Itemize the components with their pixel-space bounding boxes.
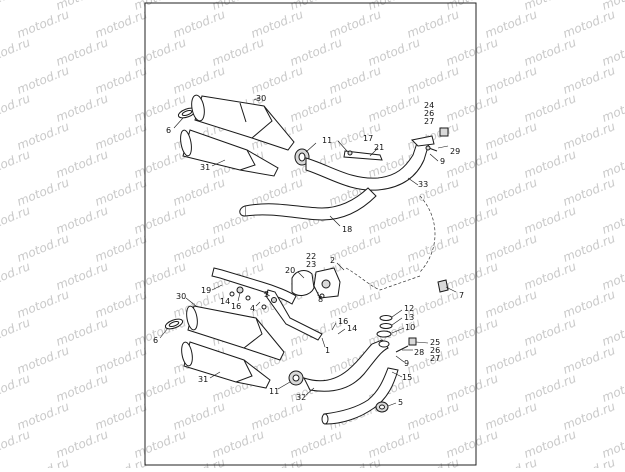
callout-3: 3	[264, 290, 269, 299]
header-pipe-front-icon	[303, 339, 390, 392]
leader-lines	[159, 97, 457, 407]
clamp-icon	[294, 148, 310, 166]
callout-26: 26	[424, 109, 434, 118]
watermark-text: motod.ru	[600, 91, 625, 125]
callout-20: 20	[285, 266, 295, 275]
callout-4: 4	[250, 304, 255, 313]
callout-15: 15	[402, 373, 412, 382]
callout-22: 22	[306, 252, 316, 261]
diagram-frame	[144, 2, 477, 466]
watermark-text: motod.ru	[93, 455, 150, 468]
callout-18: 18	[342, 225, 352, 234]
callout-25: 25	[430, 338, 440, 347]
watermark-text: motod.ru	[0, 315, 33, 349]
header-pipe-rear-icon	[321, 367, 399, 425]
watermark-text: motod.ru	[0, 203, 33, 237]
callout-31: 31	[198, 375, 208, 384]
callout-13: 13	[404, 313, 414, 322]
callout-32: 32	[296, 393, 306, 402]
callout-17: 17	[363, 134, 373, 143]
callout-2: 2	[330, 256, 335, 265]
watermark-text: motod.ru	[0, 371, 33, 405]
callout-6: 6	[166, 126, 171, 135]
watermark-text: motod.ru	[600, 35, 625, 69]
callout-5: 5	[398, 398, 403, 407]
watermark-text: motod.ru	[0, 0, 33, 13]
bolt-icon	[395, 337, 417, 353]
plug-icon	[437, 279, 449, 293]
callout-1: 1	[325, 346, 330, 355]
watermark-text: motod.ru	[0, 35, 33, 69]
heat-shield-bracket-icon	[343, 150, 383, 161]
watermark-text: motod.ru	[600, 203, 625, 237]
watermark-text: motod.ru	[600, 427, 625, 461]
muffler-upper-icon	[186, 305, 285, 361]
callout-23: 23	[306, 260, 316, 269]
callout-30: 30	[256, 94, 266, 103]
watermark-text: motod.ru	[600, 259, 625, 293]
callout-14: 14	[220, 297, 230, 306]
watermark-text: motod.ru	[0, 147, 33, 181]
callout-30: 30	[176, 292, 186, 301]
header-pipe-front-icon	[305, 135, 435, 191]
callout-9: 9	[404, 359, 409, 368]
muffler-upper-icon	[191, 94, 295, 151]
callout-7: 7	[459, 291, 464, 300]
watermark-text: motod.ru	[405, 455, 462, 468]
header-pipe-rear-icon	[239, 187, 377, 221]
callout-27: 27	[424, 117, 434, 126]
watermark-text: motod.ru	[600, 315, 625, 349]
callout-28: 28	[414, 348, 424, 357]
callout-12: 12	[404, 304, 414, 313]
watermark-text: motod.ru	[0, 91, 33, 125]
callout-29: 29	[450, 147, 460, 156]
callout-14: 14	[347, 324, 357, 333]
clamp-icon	[375, 401, 389, 413]
watermark-text: motod.ru	[15, 455, 72, 468]
gasket-icon	[376, 315, 393, 338]
callout-16: 16	[338, 317, 348, 326]
callout-9: 9	[440, 157, 445, 166]
callouts-lower: 22 23 2 20 19 3 14 16 4 8 7 30 6 31 11 3…	[153, 252, 464, 407]
callout-19: 19	[201, 286, 211, 295]
callouts-upper: 30 6 31 11 17 21 24 26 27 29 9 33 18	[166, 94, 460, 234]
watermark-text: motod.ru	[249, 455, 306, 468]
watermark-text: motod.ru	[483, 455, 540, 468]
pipe-bracket-icon	[291, 270, 315, 296]
watermark-text: motod.ru	[0, 427, 33, 461]
watermark-text: motod.ru	[561, 455, 618, 468]
bolt-icon	[425, 127, 449, 152]
muffler-lower-icon	[181, 341, 271, 389]
callout-11: 11	[269, 387, 279, 396]
watermark-text: motod.ru	[327, 455, 384, 468]
clamp-icon	[288, 370, 304, 386]
muffler-lower-icon	[180, 129, 279, 177]
callout-8: 8	[318, 295, 323, 304]
callout-31: 31	[200, 163, 210, 172]
upper-assembly	[177, 94, 449, 273]
lower-assembly	[164, 267, 449, 425]
callout-26: 26	[430, 346, 440, 355]
sensor-box-icon	[313, 267, 341, 299]
watermark-text: motod.ru	[600, 371, 625, 405]
callout-21: 21	[374, 143, 384, 152]
watermark-text: motod.ru	[0, 259, 33, 293]
callout-6: 6	[153, 336, 158, 345]
callout-11: 11	[322, 136, 332, 145]
clamp-icon	[164, 318, 184, 330]
support-arm-icon	[261, 289, 323, 341]
callout-27: 27	[430, 354, 440, 363]
watermark-text: motod.ru	[171, 455, 228, 468]
callout-33: 33	[418, 180, 428, 189]
callout-10: 10	[405, 323, 415, 332]
watermark-text: motod.ru	[600, 147, 625, 181]
callout-24: 24	[424, 101, 434, 110]
callout-16: 16	[231, 302, 241, 311]
